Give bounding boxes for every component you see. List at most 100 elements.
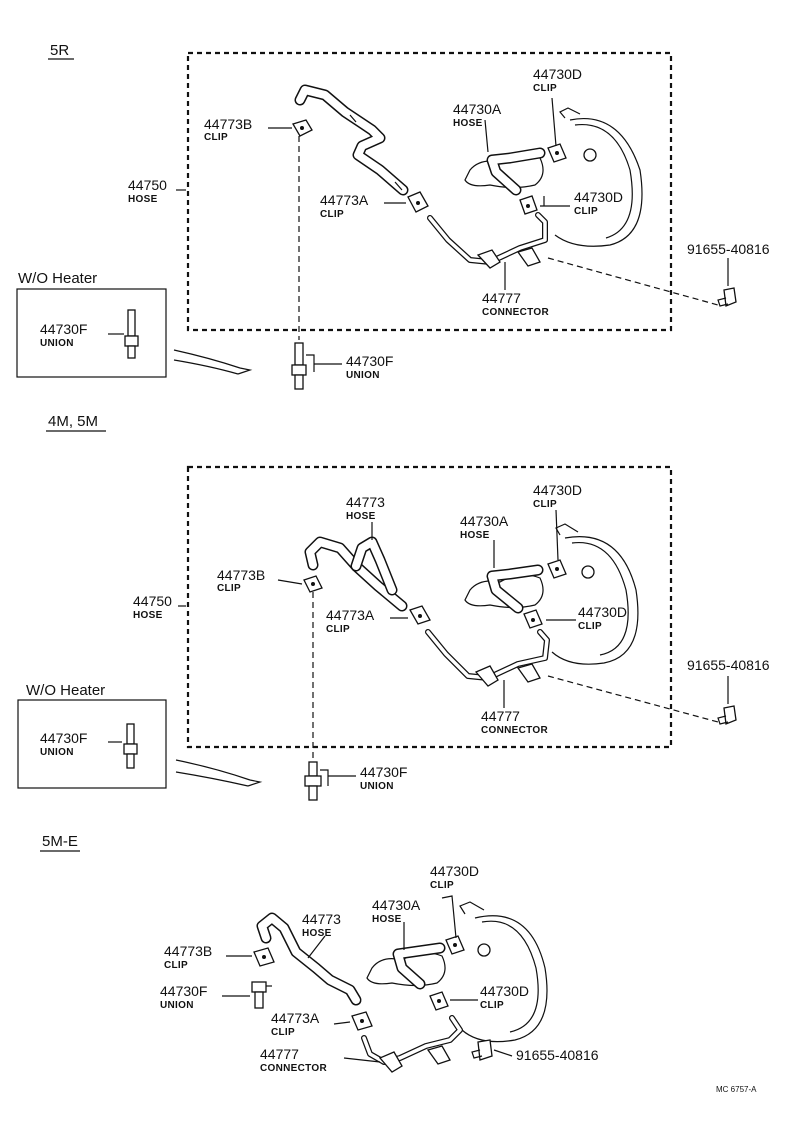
label-44730f-name: UNION <box>160 1000 194 1011</box>
clip-44730d-bottom-icon <box>523 609 543 629</box>
label-44730f-box: 44730F <box>40 730 87 746</box>
label-44730d-top-name: CLIP <box>533 83 557 94</box>
clip-44773a-icon <box>407 191 429 213</box>
label-44777-name: CONNECTOR <box>482 307 549 318</box>
label-44773b-name: CLIP <box>217 583 241 594</box>
label-44773-name: HOSE <box>346 511 376 522</box>
wo-heater-box <box>17 699 167 789</box>
label-44730d-top-name: CLIP <box>430 880 454 891</box>
union-44730f-icon <box>304 761 329 801</box>
label-44730d-bottom: 44730D <box>578 604 627 620</box>
label-44773: 44773 <box>346 494 385 510</box>
union-44730f-box-icon <box>124 309 139 359</box>
hose-44730a <box>486 147 546 196</box>
label-44773a: 44773A <box>326 607 375 623</box>
label-91655: 91655-40816 <box>516 1047 599 1063</box>
arrow-icon <box>173 349 253 375</box>
label-44773a-name: CLIP <box>320 209 344 220</box>
label-44750-name: HOSE <box>128 194 158 205</box>
label-44730d-bottom-name: CLIP <box>480 1000 504 1011</box>
label-44730f: 44730F <box>160 983 207 999</box>
label-91655: 91655-40816 <box>687 241 770 257</box>
label-44730f-box-name: UNION <box>40 338 74 349</box>
label-44730d-top-name: CLIP <box>533 499 557 510</box>
label-44730d-top: 44730D <box>533 482 582 498</box>
arrow-icon <box>175 759 263 787</box>
label-44730d-top: 44730D <box>533 66 582 82</box>
section-5m-e: 5M-E <box>40 833 599 1074</box>
label-44750: 44750 <box>133 593 172 609</box>
label-44773b: 44773B <box>164 943 212 959</box>
label-44773b-name: CLIP <box>164 960 188 971</box>
hose-44730a <box>392 942 446 990</box>
label-44773: 44773 <box>302 911 341 927</box>
clip-44773b-icon <box>292 119 313 137</box>
metal-tube-and-connector <box>425 629 550 687</box>
label-44730a-name: HOSE <box>460 530 490 541</box>
wo-heater-box <box>16 288 167 378</box>
clip-44730d-top-icon <box>547 559 567 579</box>
label-44730f-name: UNION <box>346 370 380 381</box>
label-44773b: 44773B <box>204 116 252 132</box>
label-44730d-top: 44730D <box>430 863 479 879</box>
label-44730d-bottom-name: CLIP <box>574 206 598 217</box>
label-44777: 44777 <box>482 290 521 306</box>
hose-44730a <box>486 564 544 614</box>
label-44777: 44777 <box>481 708 520 724</box>
union-44730f-box-icon <box>123 723 138 769</box>
hose-44750 <box>294 84 409 196</box>
label-44730d-bottom: 44730D <box>574 189 623 205</box>
label-44730a: 44730A <box>453 101 502 117</box>
union-44730f-icon <box>251 981 272 1009</box>
hose-44773 <box>256 912 362 1006</box>
hose-44773 <box>304 536 408 612</box>
label-44777-name: CONNECTOR <box>481 725 548 736</box>
clip-44730d-bottom-icon <box>429 991 449 1011</box>
bolt-91655-icon <box>717 705 737 725</box>
label-44730f-box-name: UNION <box>40 747 74 758</box>
label-91655: 91655-40816 <box>687 657 770 673</box>
metal-tube-and-connector <box>427 212 548 269</box>
bolt-dashed-leader <box>547 675 719 723</box>
label-44730a: 44730A <box>372 897 421 913</box>
wo-heater-label: W/O Heater <box>26 682 105 699</box>
label-44773a: 44773A <box>271 1010 320 1026</box>
label-44750-name: HOSE <box>133 610 163 621</box>
clip-44773a-icon <box>351 1011 373 1031</box>
clip-44730d-top-icon <box>547 143 567 163</box>
union-44730f-icon <box>291 342 315 390</box>
label-44730f: 44730F <box>360 764 407 780</box>
metal-tube-and-connector <box>361 1015 463 1073</box>
clip-44773a-icon <box>409 605 431 625</box>
wo-heater-label: W/O Heater <box>18 270 97 287</box>
bolt-91655-icon <box>471 1039 493 1061</box>
label-44730f-name: UNION <box>360 781 394 792</box>
label-44777-name: CONNECTOR <box>260 1063 327 1074</box>
label-44773a-name: CLIP <box>271 1027 295 1038</box>
label-44773a-name: CLIP <box>326 624 350 635</box>
assembly-boundary <box>186 51 673 332</box>
label-44730d-bottom-name: CLIP <box>578 621 602 632</box>
section-title: 4M, 5M <box>48 413 98 430</box>
figure-reference: MC 6757-A <box>716 1085 757 1094</box>
label-44730f: 44730F <box>346 353 393 369</box>
label-44730d-bottom: 44730D <box>480 983 529 999</box>
label-44773a: 44773A <box>320 192 369 208</box>
bolt-dashed-leader <box>547 257 719 306</box>
bolt-91655-icon <box>717 287 737 307</box>
brake-booster <box>464 523 639 665</box>
label-44730f-box: 44730F <box>40 321 87 337</box>
label-44730a-name: HOSE <box>372 914 402 925</box>
label-44773b-name: CLIP <box>204 132 228 143</box>
label-44730a: 44730A <box>460 513 509 529</box>
label-44773b: 44773B <box>217 567 265 583</box>
clip-44773b-icon <box>253 947 275 967</box>
section-5r: 5R <box>16 42 770 390</box>
label-44730a-name: HOSE <box>453 118 483 129</box>
section-4m-5m: 4M, 5M <box>17 413 770 801</box>
section-title: 5R <box>50 42 69 59</box>
label-44773-name: HOSE <box>302 928 332 939</box>
clip-44773b-icon <box>303 575 323 593</box>
label-44750: 44750 <box>128 177 167 193</box>
